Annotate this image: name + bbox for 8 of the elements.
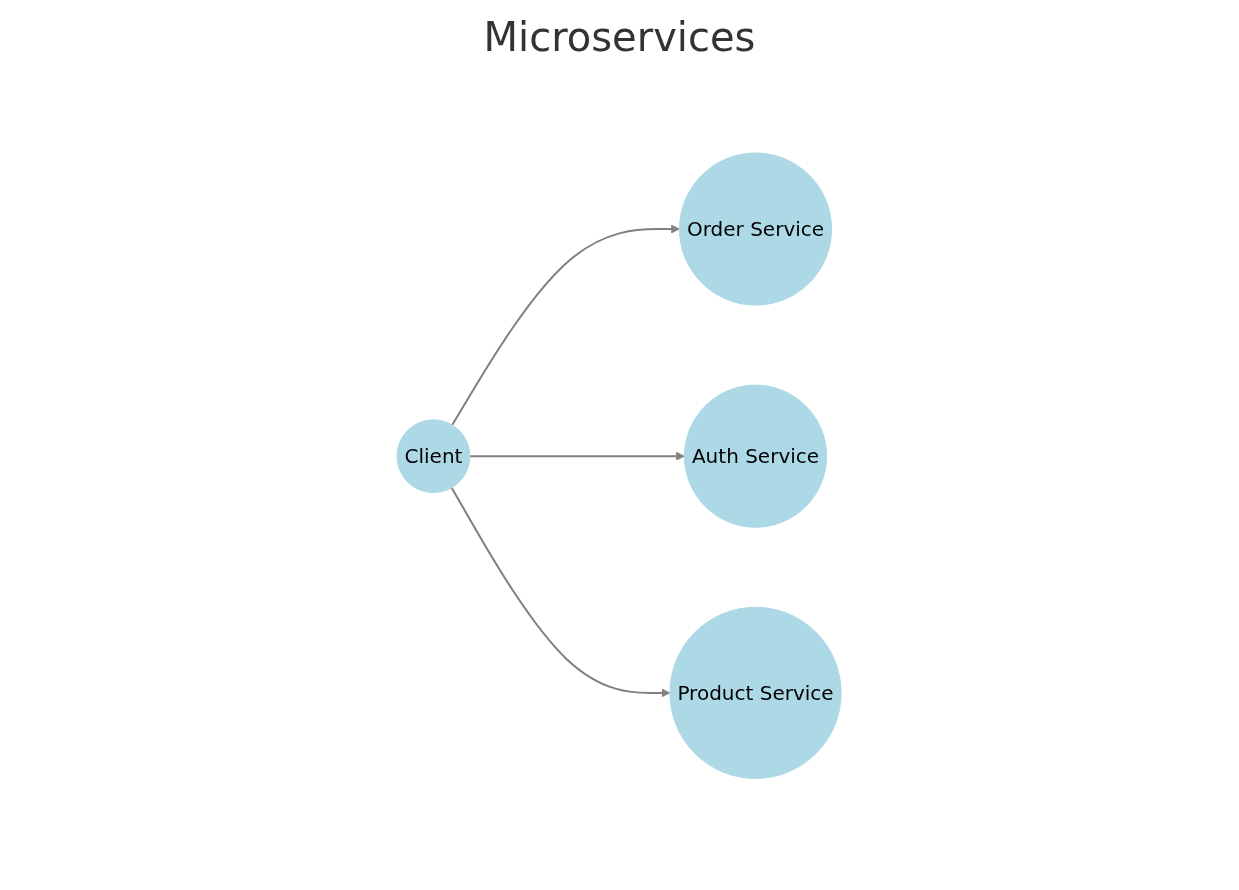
node-circle: Auth Service bbox=[684, 384, 828, 528]
node-circle: Order Service bbox=[679, 152, 833, 306]
arrow bbox=[451, 224, 681, 427]
node-circle: Product Service bbox=[669, 607, 843, 780]
arrow bbox=[469, 452, 686, 461]
arrow bbox=[451, 487, 671, 698]
node-circle: Client bbox=[396, 419, 471, 494]
diagram-title: Microservices bbox=[482, 14, 757, 60]
